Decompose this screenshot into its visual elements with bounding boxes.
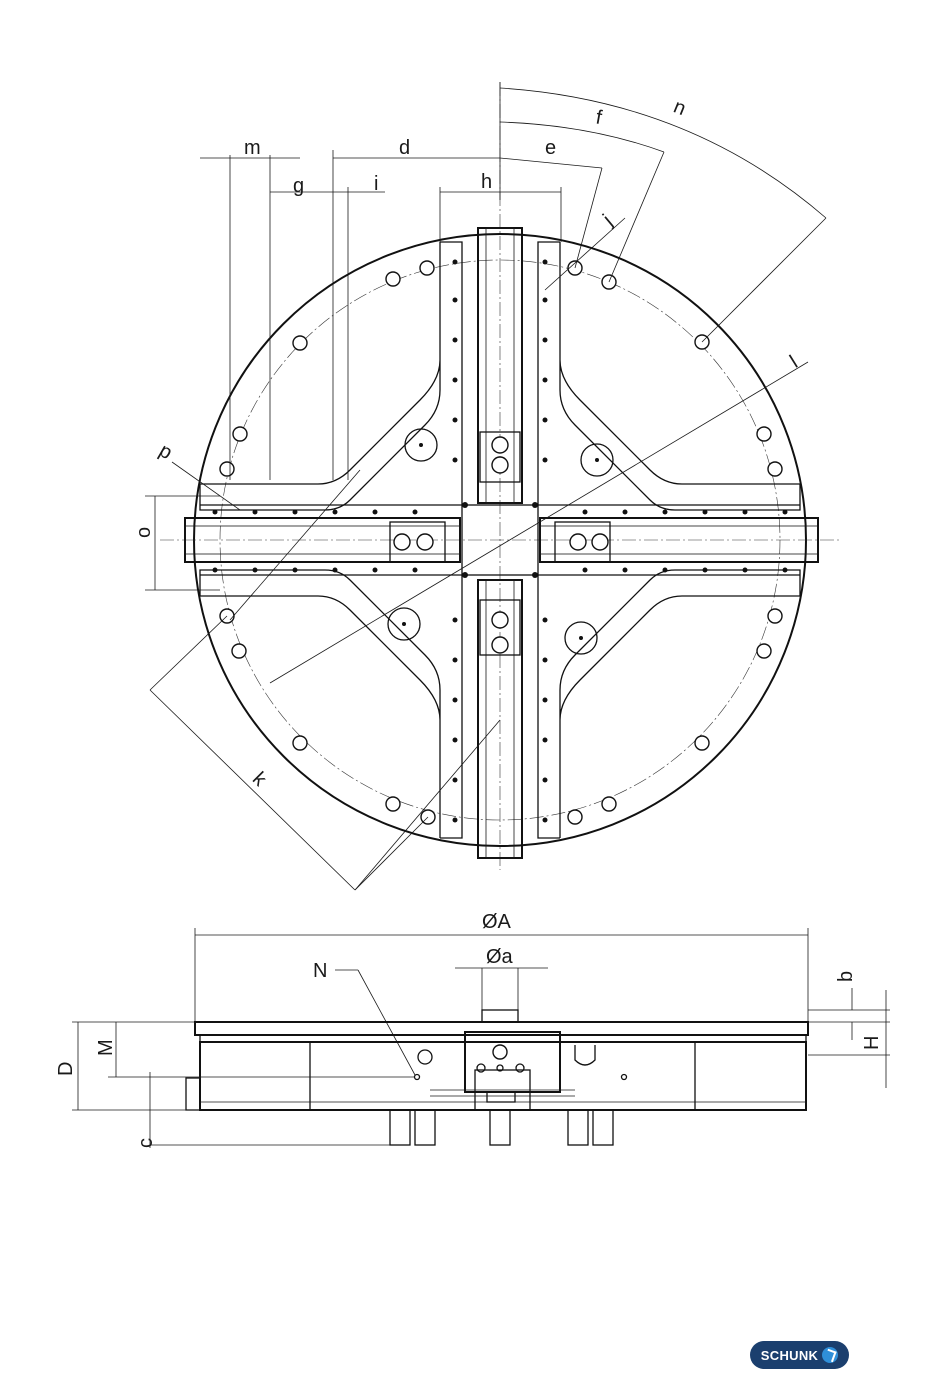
label-d: d <box>399 137 410 159</box>
label-M: M <box>95 1039 117 1056</box>
label-e: e <box>545 137 556 159</box>
top-view: m d e f n g i h j l p o k <box>133 82 840 890</box>
label-f: f <box>594 106 604 129</box>
mounting-bolts <box>220 261 782 824</box>
schunk-logo: SCHUNK <box>750 1341 849 1369</box>
label-b: b <box>835 971 857 982</box>
bottom-screws <box>390 1110 613 1145</box>
label-h: h <box>481 171 492 193</box>
label-n: n <box>670 96 689 121</box>
side-view: ØA Øa N <box>55 911 890 1148</box>
label-p: p <box>155 439 176 464</box>
label-N: N <box>313 960 327 982</box>
label-dia-A: ØA <box>482 911 512 933</box>
label-dia-a: Øa <box>486 946 514 968</box>
label-o: o <box>133 527 155 538</box>
label-k: k <box>248 768 271 791</box>
label-m: m <box>244 137 261 159</box>
label-H: H <box>861 1036 883 1050</box>
jaw-rails <box>185 228 818 858</box>
label-c: c <box>135 1138 157 1148</box>
label-l: l <box>786 352 801 373</box>
schunk-swirl-icon <box>822 1347 838 1363</box>
logo-text: SCHUNK <box>761 1348 818 1363</box>
label-i: i <box>374 173 378 195</box>
top-dimensions <box>145 82 826 890</box>
label-g: g <box>293 175 304 197</box>
jaw-blocks <box>390 432 610 655</box>
label-D: D <box>55 1062 77 1076</box>
label-j: j <box>598 211 616 231</box>
